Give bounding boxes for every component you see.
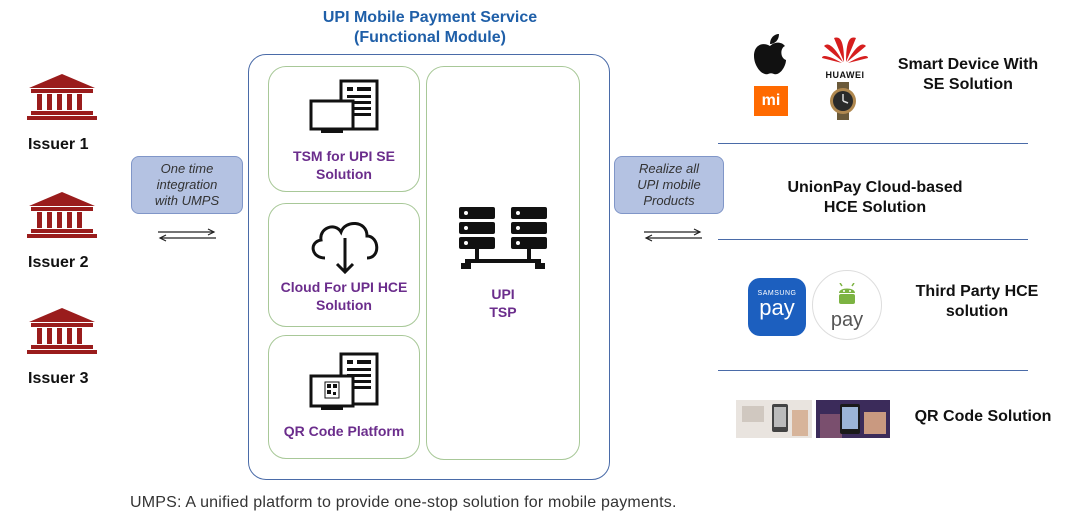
- qr-label: QR Code Platform: [269, 422, 419, 440]
- cloud-download-icon: [311, 222, 379, 275]
- integration-note: One time integration with UMPS: [131, 156, 243, 214]
- samsung-pay-wordmark: pay: [759, 295, 795, 320]
- third-party-label: Third Party HCE solution: [898, 282, 1056, 322]
- label-line: Solution: [316, 297, 372, 313]
- label-line: solution: [945, 303, 1009, 320]
- bank-icon: [27, 308, 97, 354]
- smart-device-label: Smart Device With SE Solution: [884, 55, 1052, 95]
- huawei-petals-icon: [822, 37, 868, 63]
- divider: [718, 239, 1028, 240]
- tsm-label: TSM for UPI SE Solution: [269, 147, 419, 183]
- qr-scan-photo-icon: [736, 400, 812, 438]
- divider: [718, 370, 1028, 371]
- bank-icon: [27, 192, 97, 238]
- bank-icon: [27, 74, 97, 120]
- note-line: One time: [160, 161, 214, 176]
- qr-payment-photo-icon: [816, 400, 890, 438]
- issuer-3: Issuer 3: [22, 306, 102, 388]
- title-line-1: UPI Mobile Payment Service: [322, 9, 538, 26]
- label-line: UnionPay Cloud-based: [787, 179, 963, 196]
- smartwatch-icon: [830, 82, 856, 120]
- footer-caption: UMPS: A unified platform to provide one-…: [130, 494, 677, 511]
- cloud-label: Cloud For UPI HCE Solution: [269, 278, 419, 314]
- tsp-label: UPI TSP: [427, 285, 579, 321]
- label-line: QR Code Solution: [914, 408, 1052, 425]
- note-line: integration: [156, 177, 218, 192]
- label-line: TSM for UPI SE: [293, 148, 395, 164]
- android-pay-wordmark: pay: [830, 309, 864, 331]
- huawei-logo: HUAWEI: [820, 34, 870, 80]
- functional-module-box: [248, 54, 610, 480]
- note-line: with UMPS: [154, 193, 220, 208]
- tsp-module: UPI TSP: [426, 66, 580, 460]
- issuer-2: Issuer 2: [22, 190, 102, 272]
- note-line: UPI mobile: [637, 177, 701, 192]
- mi-logo: mi: [754, 86, 788, 116]
- label-line: HCE Solution: [823, 199, 927, 216]
- label-line: Third Party HCE: [915, 283, 1039, 300]
- products-note: Realize all UPI mobile Products: [614, 156, 724, 214]
- android-pay-logo: pay: [812, 270, 882, 340]
- label-line: Smart Device With: [897, 56, 1039, 73]
- note-line: Realize all: [639, 161, 699, 176]
- label-line: Cloud For UPI HCE: [280, 279, 408, 295]
- apple-logo-icon: [754, 34, 786, 75]
- qr-platform-module: QR Code Platform: [268, 335, 420, 459]
- samsung-wordmark: SAMSUNG: [757, 290, 797, 297]
- server-monitor-icon: [309, 79, 379, 133]
- divider: [718, 143, 1028, 144]
- label-line: Solution: [316, 166, 372, 182]
- bidirectional-arrow-icon: [158, 228, 216, 242]
- huawei-wordmark: HUAWEI: [825, 70, 865, 80]
- bidirectional-arrow-icon: [644, 228, 702, 242]
- issuer-label: Issuer 3: [28, 370, 89, 387]
- diagram-title: UPI Mobile Payment Service (Functional M…: [280, 8, 580, 48]
- tsm-module: TSM for UPI SE Solution: [268, 66, 420, 192]
- label-line: TSP: [489, 304, 517, 320]
- label-line: QR Code Platform: [283, 423, 405, 439]
- title-line-2: (Functional Module): [354, 29, 506, 46]
- samsung-pay-logo: SAMSUNG pay: [748, 278, 806, 336]
- note-line: Products: [643, 193, 695, 208]
- issuer-label: Issuer 2: [28, 254, 89, 271]
- issuer-label: Issuer 1: [28, 136, 89, 153]
- label-line: UPI: [491, 286, 515, 302]
- cloud-hce-label: UnionPay Cloud-based HCE Solution: [770, 178, 980, 218]
- label-line: SE Solution: [923, 76, 1013, 93]
- android-robot-icon: [839, 282, 855, 304]
- cloud-hce-module: Cloud For UPI HCE Solution: [268, 203, 420, 327]
- qr-solution-label: QR Code Solution: [902, 407, 1064, 427]
- qr-monitor-icon: [309, 352, 379, 410]
- servers-icon: [459, 207, 547, 269]
- issuer-1: Issuer 1: [22, 72, 102, 154]
